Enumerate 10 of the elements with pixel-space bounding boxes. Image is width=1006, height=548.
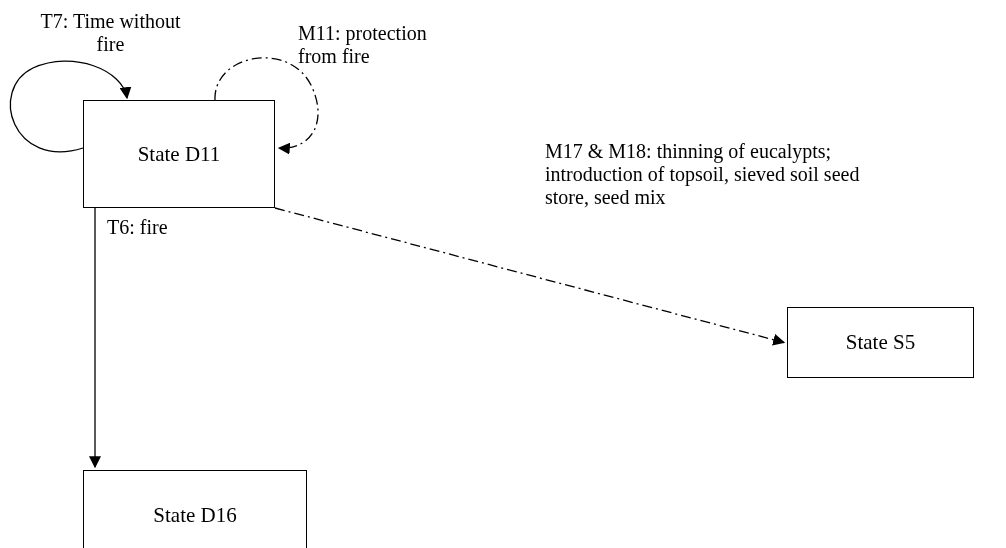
arrow (89, 207, 101, 469)
arrow (274, 207, 786, 346)
state-name: State D16 (153, 503, 237, 528)
state-name: State S5 (845, 330, 916, 355)
state-box (83, 100, 275, 208)
state-name: State D11 (137, 141, 221, 167)
arrow (214, 57, 319, 154)
state-box (83, 470, 307, 548)
arrow (9, 60, 130, 153)
state-box (787, 307, 974, 378)
